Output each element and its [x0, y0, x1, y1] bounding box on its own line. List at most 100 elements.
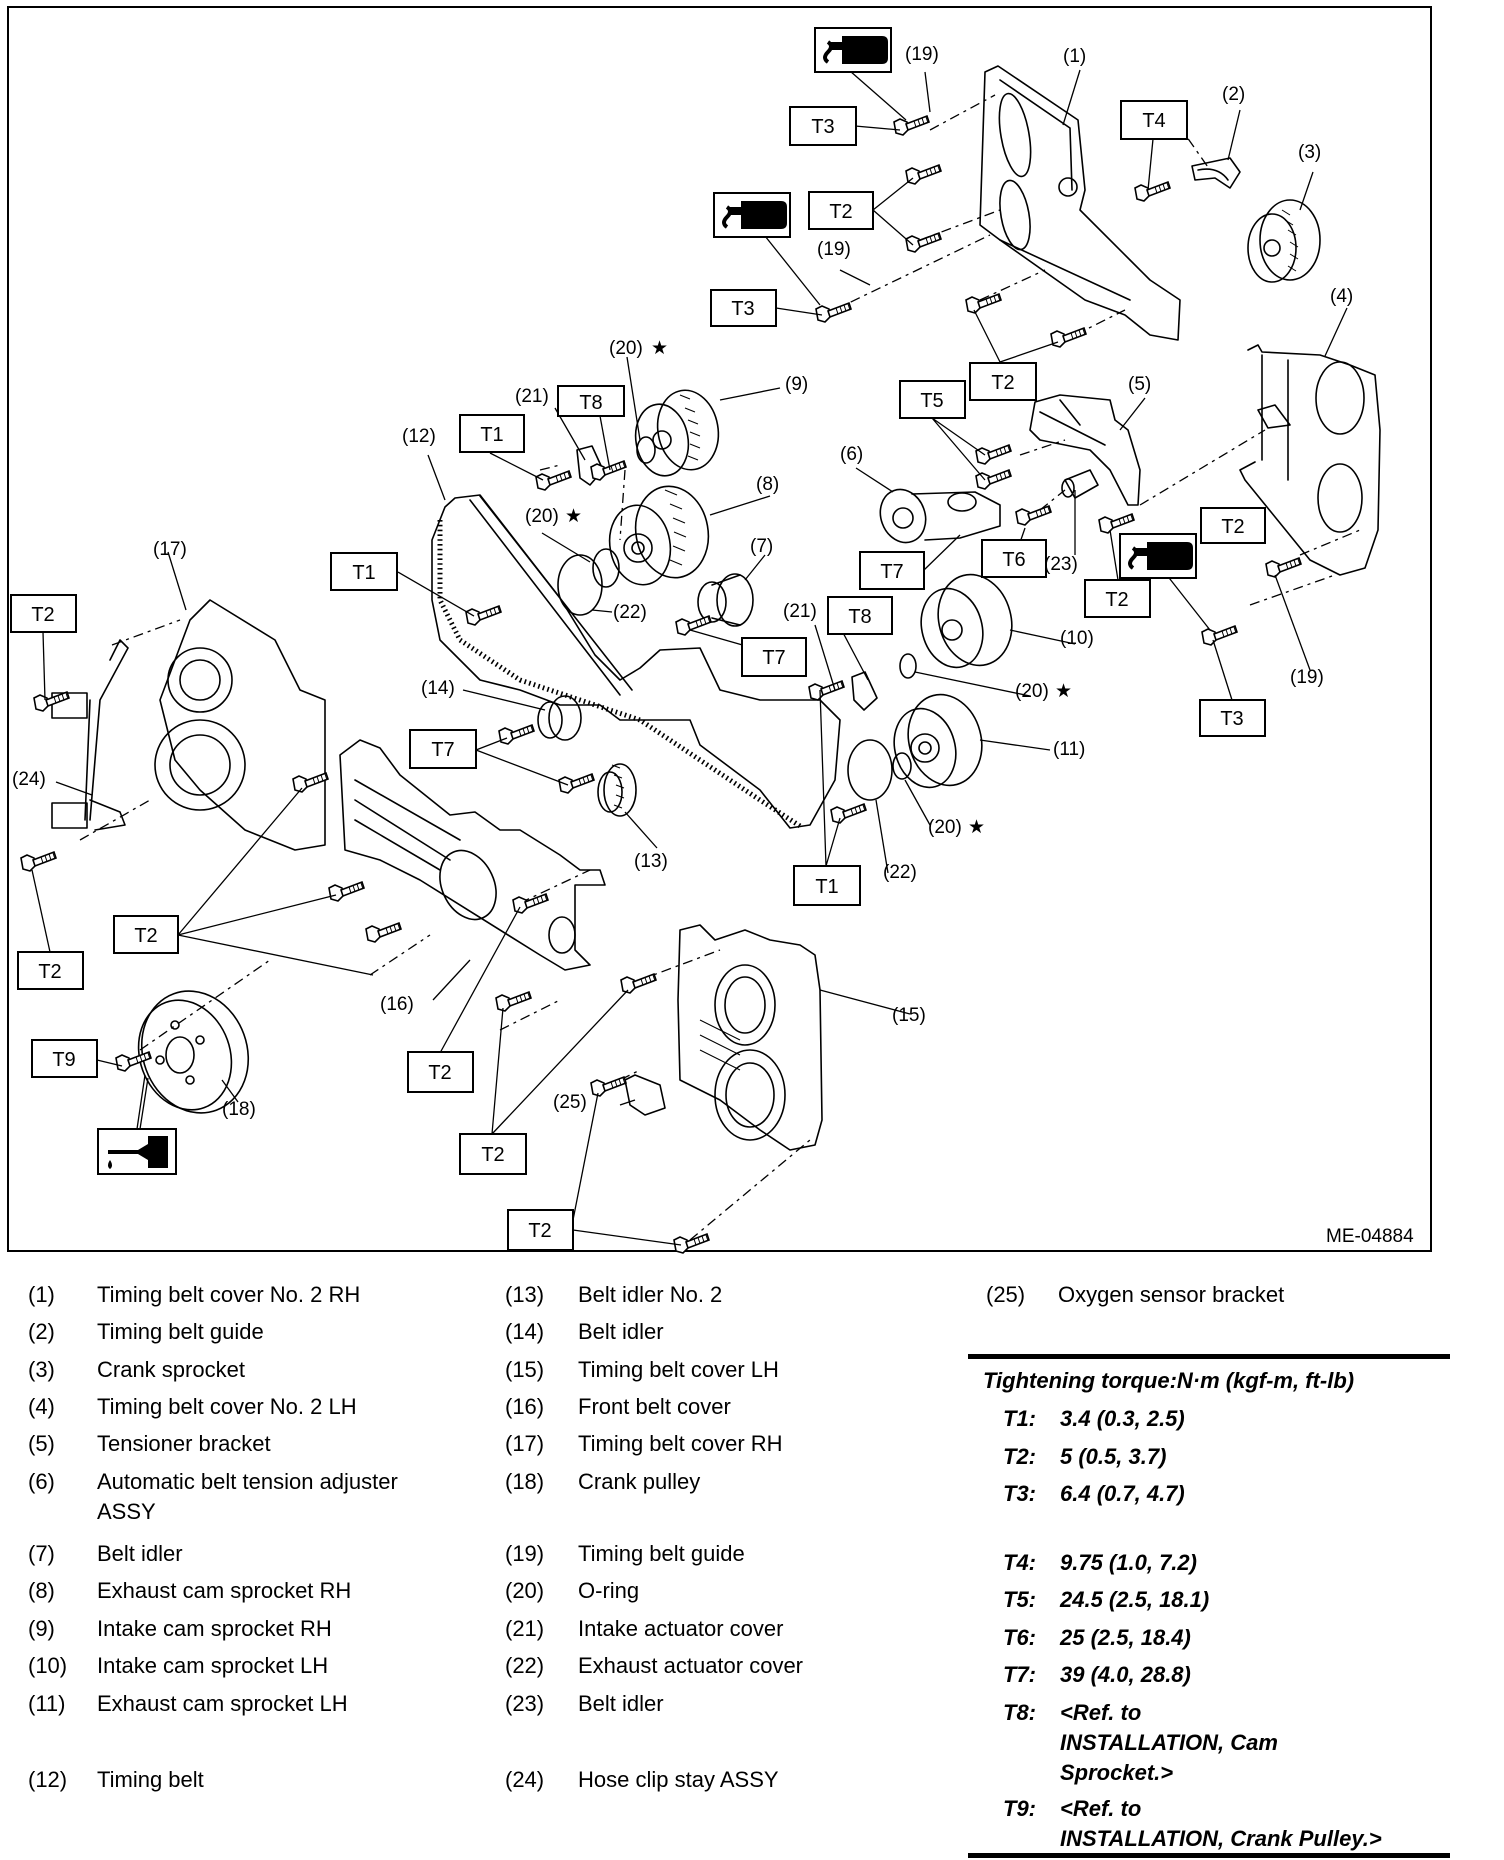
- legend-number: (22): [505, 1653, 545, 1678]
- legend-number: (12): [28, 1767, 68, 1792]
- part-timing-belt-cover-no2-lh: [1239, 344, 1381, 576]
- legend-text: Belt idler: [578, 1319, 664, 1344]
- part-crank-sprocket: [1247, 199, 1321, 283]
- callout-24: (24): [12, 769, 46, 790]
- legend-number: (3): [28, 1357, 55, 1382]
- torque-value: 5 (0.5, 3.7): [1060, 1444, 1167, 1469]
- svg-text:T2: T2: [829, 201, 852, 223]
- exploded-diagram: (1) (2) (3) (4) (5) (6) (7) (8) (9) (10)…: [10, 27, 1381, 1254]
- part-timing-belt-guide-2: [1191, 157, 1241, 189]
- legend-number: (25): [986, 1282, 1026, 1307]
- tag-t1: T1: [459, 414, 525, 453]
- callout-9: (9): [785, 374, 808, 395]
- torque-value: 39 (4.0, 28.8): [1060, 1662, 1191, 1687]
- callout-19c: (19): [1290, 667, 1324, 688]
- svg-text:T2: T2: [38, 961, 61, 983]
- legend-text: Timing belt guide: [97, 1319, 264, 1344]
- legend-text: Automatic belt tension adjuster: [97, 1469, 398, 1494]
- callout-2: (2): [1222, 84, 1245, 105]
- svg-text:T1: T1: [815, 876, 838, 898]
- star-20b: ★: [565, 506, 582, 527]
- tag-t2: T2: [17, 951, 84, 990]
- tag-t2: T2: [407, 1051, 474, 1093]
- legend-number: (23): [505, 1691, 545, 1716]
- legend-number: (13): [505, 1282, 545, 1307]
- liquid-gasket-icon: [814, 27, 892, 73]
- part-oxygen-sensor-bracket: [624, 1074, 666, 1116]
- callout-8: (8): [756, 474, 779, 495]
- torque-value: 25 (2.5, 18.4): [1060, 1625, 1191, 1650]
- legend-text-continued: ASSY: [97, 1499, 156, 1524]
- part-actuator-covers: [557, 445, 893, 801]
- callout-21a: (21): [515, 386, 549, 407]
- legend-text: Timing belt: [97, 1767, 204, 1792]
- torque-table-top-rule: [968, 1354, 1450, 1359]
- torque-value: Sprocket.>: [1060, 1760, 1174, 1785]
- callouts: (1) (2) (3) (4) (5) (6) (7) (8) (9) (10)…: [12, 44, 1353, 1120]
- callout-23: (23): [1044, 554, 1078, 575]
- bolts: [20, 115, 1302, 1254]
- callout-15: (15): [892, 1005, 926, 1026]
- legend-number: (16): [505, 1394, 545, 1419]
- oil-pointer: [139, 1077, 149, 1130]
- star-20c: ★: [1055, 681, 1072, 702]
- part-timing-belt: [431, 494, 841, 829]
- part-belt-idler-no2: [597, 763, 637, 817]
- tag-t3: T3: [1199, 699, 1266, 737]
- callout-12: (12): [402, 426, 436, 447]
- torque-table-bottom-rule: [968, 1853, 1450, 1858]
- legend-number: (7): [28, 1541, 55, 1566]
- torque-tag: T1:: [1003, 1406, 1036, 1431]
- legend-number: (14): [505, 1319, 545, 1344]
- tag-t6: T6: [981, 539, 1047, 578]
- legend-number: (20): [505, 1578, 545, 1603]
- torque-value: 6.4 (0.7, 4.7): [1060, 1481, 1185, 1506]
- tag-t4: T4: [1120, 100, 1188, 140]
- legend-number: (18): [505, 1469, 545, 1494]
- svg-text:T1: T1: [480, 424, 503, 446]
- legend-text: Belt idler: [97, 1541, 183, 1566]
- callout-18: (18): [222, 1099, 256, 1120]
- svg-text:T6: T6: [1002, 549, 1025, 571]
- legend-number: (9): [28, 1616, 55, 1641]
- diagram-frame: [7, 6, 1432, 1252]
- legend-text: Oxygen sensor bracket: [1058, 1282, 1285, 1307]
- callout-13: (13): [634, 851, 668, 872]
- part-intake-cam-sprocket-rh: [634, 389, 720, 477]
- callout-10: (10): [1060, 628, 1094, 649]
- leader-lines: [31, 69, 1348, 1246]
- svg-text:T2: T2: [481, 1144, 504, 1166]
- oil-application-icon: [97, 1128, 177, 1175]
- legend-text: Intake cam sprocket LH: [97, 1653, 329, 1678]
- tag-t1: T1: [793, 865, 861, 906]
- legend-text: Exhaust actuator cover: [578, 1653, 804, 1678]
- legend-number: (11): [28, 1691, 66, 1716]
- legend-number: (1): [28, 1282, 55, 1307]
- part-o-rings: [592, 436, 917, 780]
- legend-text: Belt idler: [578, 1691, 664, 1716]
- callout-14: (14): [421, 678, 455, 699]
- svg-text:T7: T7: [762, 647, 785, 669]
- part-belt-idler-7: [697, 573, 754, 627]
- svg-text:T2: T2: [134, 925, 157, 947]
- tag-t7: T7: [741, 637, 807, 677]
- callout-25: (25): [553, 1092, 587, 1113]
- part-timing-belt-cover-lh: [677, 924, 823, 1151]
- legend-text: Timing belt cover RH: [578, 1431, 783, 1456]
- svg-text:T7: T7: [431, 739, 454, 761]
- legend-number: (6): [28, 1469, 55, 1494]
- tag-t3: T3: [710, 289, 777, 327]
- svg-text:T2: T2: [1221, 516, 1244, 538]
- assembly-dash-lines: [79, 94, 1361, 1241]
- tag-t2: T2: [1084, 579, 1151, 618]
- legend-text: Front belt cover: [578, 1394, 731, 1419]
- callout-5: (5): [1128, 374, 1151, 395]
- tag-t7: T7: [409, 729, 477, 769]
- torque-tag: T8:: [1003, 1700, 1036, 1725]
- callout-19a: (19): [905, 44, 939, 65]
- callout-22b: (22): [883, 862, 917, 883]
- tag-t3: T3: [789, 106, 857, 146]
- svg-text:T8: T8: [848, 606, 871, 628]
- svg-text:T4: T4: [1142, 110, 1165, 132]
- torque-value: INSTALLATION, Crank Pulley.>: [1060, 1826, 1382, 1851]
